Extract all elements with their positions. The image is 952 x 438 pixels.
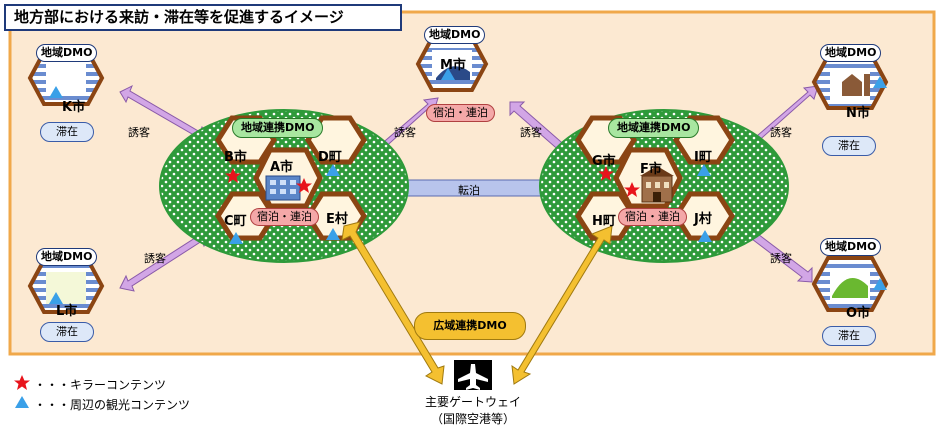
city-o-label: O市	[846, 306, 871, 321]
hex-j	[673, 191, 735, 241]
city-c-label: C町	[224, 214, 247, 229]
n-stay-badge: 滞在	[822, 136, 876, 156]
star-icon-g	[598, 166, 614, 181]
gateway-sublabel: （国際空港等）	[430, 412, 515, 426]
building-a-image	[265, 175, 301, 201]
city-e-label: E村	[326, 212, 348, 227]
triangle-icon-i	[697, 164, 711, 176]
attract-label-m-west: 誘客	[394, 126, 416, 139]
airplane-icon	[454, 360, 492, 390]
triangle-icon-k	[49, 86, 63, 98]
star-icon-b	[225, 168, 241, 183]
k-picture	[46, 64, 86, 96]
west-regional-dmo-badge: 地域連携DMO	[232, 118, 324, 138]
page-title: 地方部における来訪・滞在等を促進するイメージ	[4, 4, 402, 31]
gateway-arrows	[341, 221, 613, 385]
m-dmo-badge: 地域DMO	[424, 26, 486, 44]
n-dmo-badge: 地域DMO	[820, 44, 882, 62]
arrow-h-to-gateway	[511, 225, 613, 385]
triangle-icon-n	[873, 76, 887, 88]
attract-label-k: 誘客	[128, 126, 150, 139]
l-dmo-badge: 地域DMO	[36, 248, 98, 266]
triangle-icon-j	[698, 230, 712, 242]
transfer-label: 転泊	[458, 184, 480, 197]
star-icon-a	[296, 178, 312, 193]
arrow-e-to-gateway	[341, 221, 445, 385]
triangle-icon-l	[49, 292, 63, 304]
west-lodging-badge: 宿泊・連泊	[250, 208, 319, 226]
attract-label-n: 誘客	[770, 126, 792, 139]
city-m-label: M市	[440, 58, 466, 73]
attract-label-o: 誘客	[770, 252, 792, 265]
o-dmo-badge: 地域DMO	[820, 238, 882, 256]
city-l-label: L市	[56, 304, 78, 319]
legend-triangle-icon	[15, 396, 29, 408]
city-g-label: G市	[592, 154, 616, 169]
legend-star-icon	[14, 375, 30, 390]
city-f-label: F市	[640, 162, 662, 177]
l-stay-badge: 滞在	[40, 322, 94, 342]
o-green-hill	[832, 278, 868, 298]
wide-dmo-badge: 広域連携DMO	[414, 312, 526, 340]
attract-label-m-east: 誘客	[520, 126, 542, 139]
attract-label-l: 誘客	[144, 252, 166, 265]
city-k-label: K市	[62, 100, 86, 115]
triangle-icon-m	[441, 68, 455, 80]
city-h-label: H町	[592, 214, 616, 229]
triangle-icon-o	[873, 278, 887, 290]
n-house	[842, 74, 862, 96]
legend-surrounding-label: ・・・周辺の観光コンテンツ	[34, 398, 191, 412]
gateway-label: 主要ゲートウェイ	[424, 395, 521, 409]
k-stay-badge: 滞在	[40, 122, 94, 142]
building-f-image	[640, 166, 674, 203]
legend-killer-label: ・・・キラーコンテンツ	[34, 378, 167, 392]
triangle-icon-c	[229, 232, 243, 244]
city-j-label: J村	[694, 212, 712, 227]
o-stay-badge: 滞在	[822, 326, 876, 346]
east-lodging-badge: 宿泊・連泊	[618, 208, 687, 226]
city-b-label: B市	[224, 150, 247, 165]
east-regional-dmo-badge: 地域連携DMO	[608, 118, 700, 138]
m-lodging-badge: 宿泊・連泊	[426, 104, 495, 122]
triangle-icon-d	[326, 164, 340, 176]
city-n-label: N市	[846, 106, 870, 121]
city-d-label: D町	[318, 150, 342, 165]
triangle-icon-e	[326, 228, 340, 240]
city-i-label: I町	[694, 150, 712, 165]
k-dmo-badge: 地域DMO	[36, 44, 98, 62]
star-icon-f	[624, 182, 640, 197]
city-a-label: A市	[270, 160, 294, 175]
